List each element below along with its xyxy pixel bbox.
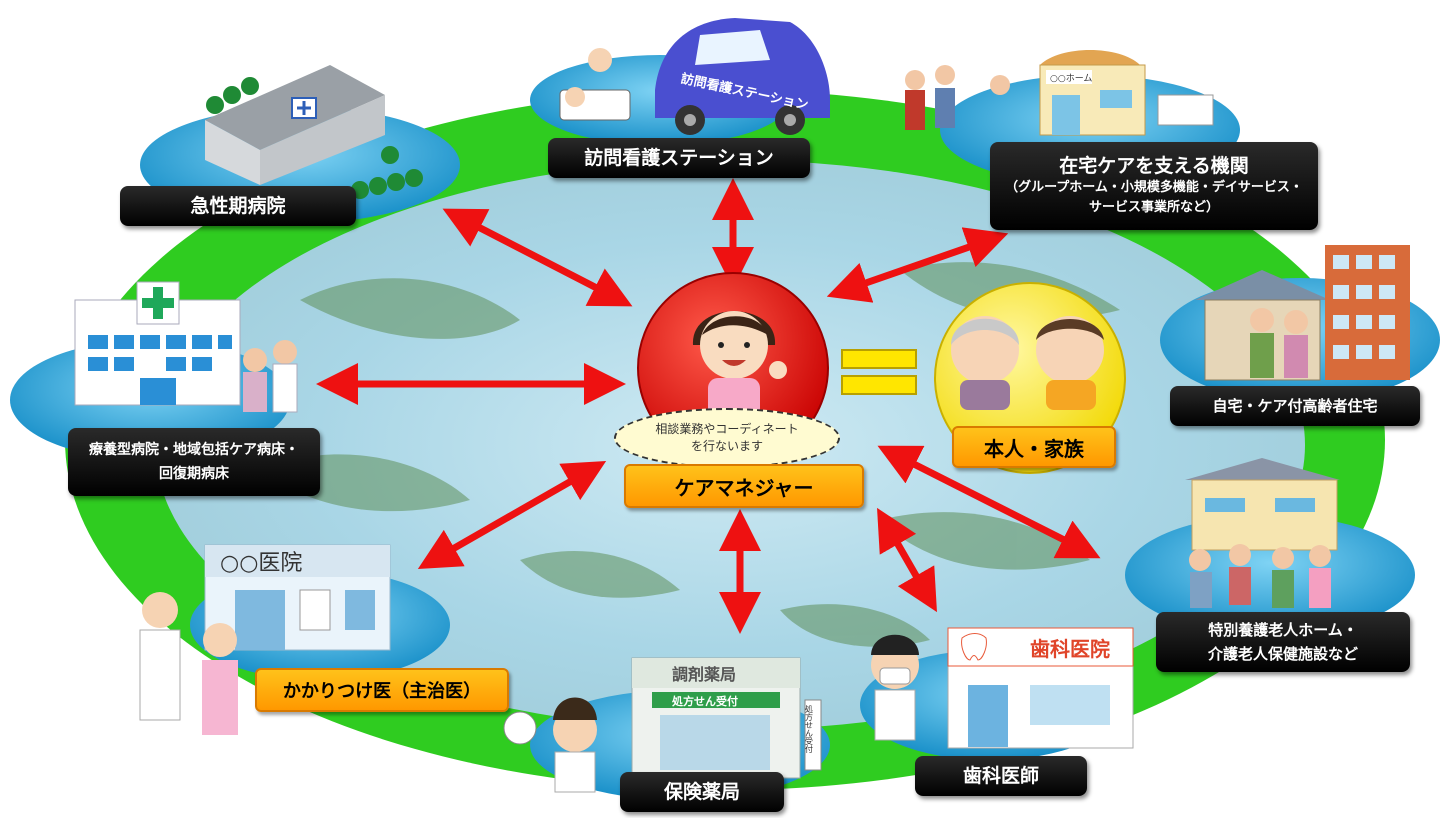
pharmacy-label: 保険薬局: [620, 772, 784, 812]
client-label: 本人・家族: [952, 426, 1116, 468]
home-housing-label-text: 自宅・ケア付高齢者住宅: [1212, 397, 1378, 415]
arrow-family-doctor: [417, 461, 607, 569]
nursing-station-label: 訪問看護ステーション: [548, 138, 810, 178]
nursing-home-label-line2: 介護老人保健施設など: [1207, 645, 1358, 663]
pharmacy-side-sign: 処方せん受付: [805, 704, 814, 754]
elderly-couple-avatar: [951, 316, 1104, 410]
home-care-label: 在宅ケアを支える機関 （グループホーム・小規模多機能・デイサービス・ サービス事…: [990, 142, 1318, 230]
care-manager-bubble: 相談業務やコーディネート を行ないます: [614, 408, 840, 468]
bubble-line1: 相談業務やコーディネート: [655, 422, 799, 436]
home-care-label-sub2: サービス事業所など）: [1088, 200, 1219, 215]
family-doctor-label: かかりつけ医（主治医）: [255, 668, 509, 712]
equals-sign: [841, 349, 917, 395]
care-manager-label-text: ケアマネジャー: [674, 475, 814, 500]
nursing-car-illustration: 訪問看護ステーション: [559, 18, 830, 135]
acute-hospital-label: 急性期病院: [120, 186, 356, 226]
longterm-label-line2: 回復期病床: [159, 466, 229, 482]
bubble-line2: を行ないます: [690, 439, 763, 453]
pharmacy-label-text: 保険薬局: [663, 781, 740, 803]
nursing-home-label-line1: 特別養護老人ホーム・: [1208, 621, 1358, 639]
home-housing-label: 自宅・ケア付高齢者住宅: [1170, 386, 1420, 426]
group-home-illustration: ○○ホーム: [905, 50, 1214, 136]
pharmacy-illustration: 調剤薬局 処方せん受付 処方せん受付: [503, 657, 822, 793]
arrows: [316, 178, 1101, 634]
home-care-label-sub1: （グループホーム・小規模多機能・デイサービス・: [1005, 180, 1303, 195]
arrow-nursing-home: [877, 445, 1101, 559]
longterm-hospital-illustration: [74, 281, 298, 413]
dentist-label: 歯科医師: [915, 756, 1087, 796]
care-manager-label: ケアマネジャー: [624, 464, 864, 508]
dental-sign: 歯科医院: [1030, 637, 1110, 661]
pharmacy-sign: 調剤薬局: [672, 665, 736, 684]
grouphome-sign: ○○ホーム: [1050, 73, 1092, 84]
client-label-text: 本人・家族: [984, 436, 1084, 461]
home-care-label-title: 在宅ケアを支える機関: [1059, 155, 1249, 177]
pharmacy-counter: 処方せん受付: [671, 694, 738, 708]
home-housing-illustration: [1195, 245, 1410, 381]
longterm-label-line1: 療養型病院・地域包括ケア病床・: [89, 442, 299, 458]
clinic-sign: ○○医院: [220, 551, 302, 576]
acute-hospital-label-text: 急性期病院: [190, 195, 286, 217]
longterm-label: 療養型病院・地域包括ケア病床・ 回復期病床: [68, 428, 320, 496]
arrow-acute-hospital: [442, 208, 633, 307]
clinic-illustration: ○○医院: [139, 544, 391, 735]
family-doctor-label-text: かかりつけ医（主治医）: [282, 681, 482, 702]
dental-clinic-illustration: 歯科医院: [871, 627, 1134, 749]
nursing-home-illustration: [1185, 458, 1340, 608]
hospital-building-illustration: [205, 65, 423, 199]
nursing-station-label-text: 訪問看護ステーション: [584, 147, 774, 169]
nursing-home-label: 特別養護老人ホーム・ 介護老人保健施設など: [1156, 612, 1410, 672]
dentist-label-text: 歯科医師: [962, 765, 1039, 787]
arrow-home-care: [826, 227, 1009, 303]
